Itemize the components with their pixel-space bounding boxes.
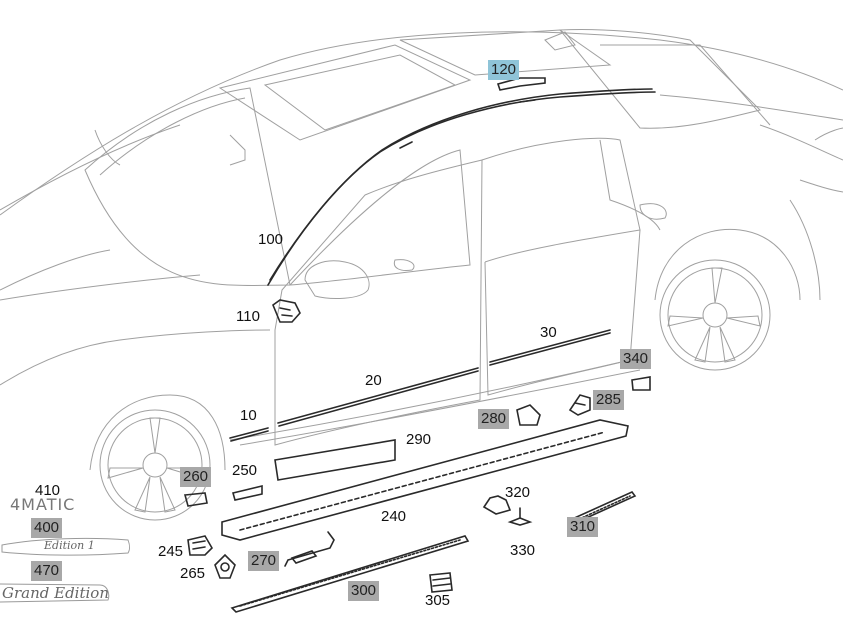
label-20: 20: [365, 372, 382, 389]
label-400: 400: [31, 518, 63, 538]
label-280: 280: [478, 409, 510, 429]
label-330: 330: [510, 542, 536, 559]
label-30: 30: [540, 324, 557, 341]
label-305: 305: [425, 592, 451, 609]
label-270: 270: [248, 551, 280, 571]
label-240: 240: [381, 508, 407, 525]
emblem-grand-edition: Grand Edition: [2, 584, 109, 602]
label-265: 265: [180, 565, 206, 582]
emblem-edition: Edition 1: [44, 539, 95, 552]
label-110: 110: [236, 308, 260, 325]
label-470: 470: [31, 561, 63, 581]
label-285: 285: [593, 390, 625, 410]
label-10: 10: [240, 407, 257, 424]
label-250: 250: [232, 462, 258, 479]
label-340: 340: [620, 349, 652, 369]
label-410: 410: [35, 482, 61, 499]
label-310: 310: [567, 517, 599, 537]
label-120: 120: [488, 60, 520, 80]
label-290: 290: [406, 431, 432, 448]
label-100: 100: [258, 231, 284, 248]
label-300: 300: [348, 581, 380, 601]
label-320: 320: [505, 484, 531, 501]
label-245: 245: [158, 543, 184, 560]
label-260: 260: [180, 467, 212, 487]
emblem-4matic: 4MATIC: [10, 495, 76, 514]
